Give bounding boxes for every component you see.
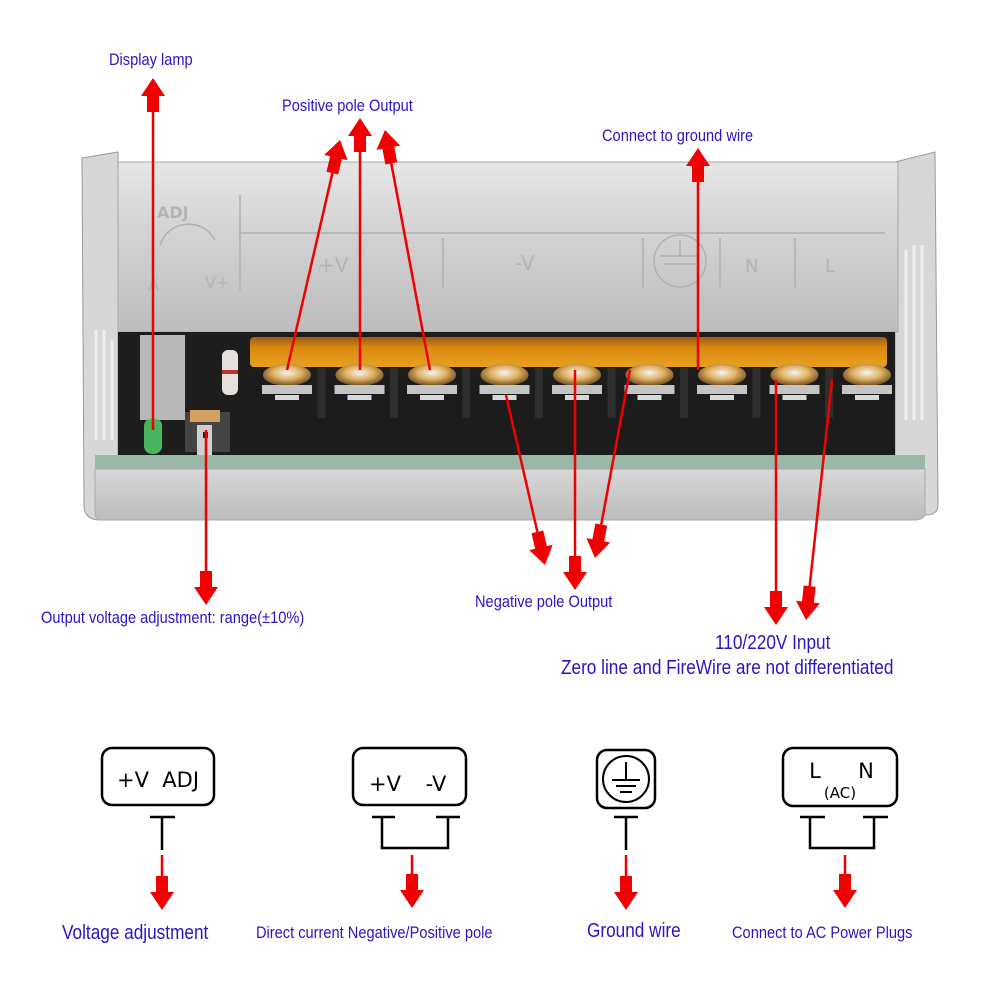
arrow-positive-1 (285, 140, 348, 371)
svg-text:+V: +V (369, 772, 402, 796)
svg-text:(AC): (AC) (824, 784, 856, 802)
svg-text:N: N (858, 759, 874, 783)
svg-text:N: N (745, 256, 758, 277)
heatsink (140, 335, 185, 420)
terminal-cover (250, 337, 887, 367)
terminal-6--V[interactable] (607, 364, 675, 418)
arrow-legend-ground (614, 855, 638, 910)
label-positive-pole-output: Positive pole Output (282, 96, 413, 115)
label-connect-ground-wire: Connect to ground wire (602, 126, 754, 145)
case-bottom-plate (94, 468, 926, 521)
arrow-voltage-adjust (194, 430, 218, 605)
label-display-lamp: Display lamp (109, 50, 193, 69)
dc-box (351, 746, 468, 807)
arrow-negative-1 (504, 394, 553, 565)
arrow-positive-2 (348, 118, 372, 370)
caption-ac-power-plugs: Connect to AC Power Plugs (732, 923, 913, 942)
display-lamp-led (144, 418, 162, 454)
svg-text:ADJ: ADJ (157, 203, 189, 222)
case-embossing-lines (159, 195, 885, 290)
arrow-legend-adj (150, 855, 174, 910)
label-input-voltage: 110/220V Input (715, 632, 831, 654)
svg-text:L: L (809, 759, 821, 783)
caption-voltage-adjustment: Voltage adjustment (62, 922, 209, 944)
terminal-7-ground[interactable] (680, 364, 747, 418)
arrow-legend-ac (833, 855, 857, 908)
arrow-negative-2 (563, 370, 587, 590)
ac-box (781, 746, 899, 808)
svg-text:V+: V+ (205, 273, 229, 292)
annotation-arrows (141, 78, 857, 910)
label-input-note: Zero line and FireWire are not different… (561, 657, 894, 679)
terminal-8-N[interactable] (752, 364, 820, 418)
ground-box (595, 748, 657, 810)
legend-symbols (100, 746, 899, 850)
case-left-flange (81, 151, 119, 521)
arrow-ground (686, 148, 710, 370)
terminal-4--V[interactable] (462, 364, 530, 418)
case-top-panel (117, 161, 899, 333)
terminal-2-+V[interactable] (317, 364, 385, 418)
adj-box (100, 746, 216, 807)
terminal-screws (262, 364, 892, 418)
arrow-positive-3 (376, 130, 432, 371)
arrow-legend-dc (400, 855, 424, 908)
svg-text:-V: -V (515, 251, 535, 275)
legend-box-text: +V ADJ +V -V L N (AC) (117, 759, 874, 802)
svg-text:+V ADJ: +V ADJ (117, 768, 199, 792)
case-right-flange (894, 151, 939, 516)
pcb-edge (95, 455, 925, 469)
label-negative-pole-output: Negative pole Output (475, 592, 613, 611)
arrow-display-lamp (141, 78, 165, 430)
arrow-input-l (796, 379, 834, 620)
svg-text:+V: +V (318, 253, 349, 277)
caption-dc-poles: Direct current Negative/Positive pole (256, 923, 493, 942)
arrow-negative-3 (586, 369, 632, 558)
terminal-5--V[interactable] (535, 364, 602, 418)
svg-text:L: L (825, 256, 835, 277)
svg-text:-V: -V (426, 772, 447, 796)
caption-ground-wire: Ground wire (587, 920, 681, 942)
terminal-9-L[interactable] (825, 364, 892, 418)
terminal-3-+V[interactable] (390, 364, 457, 418)
label-output-voltage-adjustment: Output voltage adjustment: range(±10%) (41, 608, 305, 627)
arrow-input-n (764, 380, 788, 625)
terminal-1-+V[interactable] (262, 364, 312, 400)
